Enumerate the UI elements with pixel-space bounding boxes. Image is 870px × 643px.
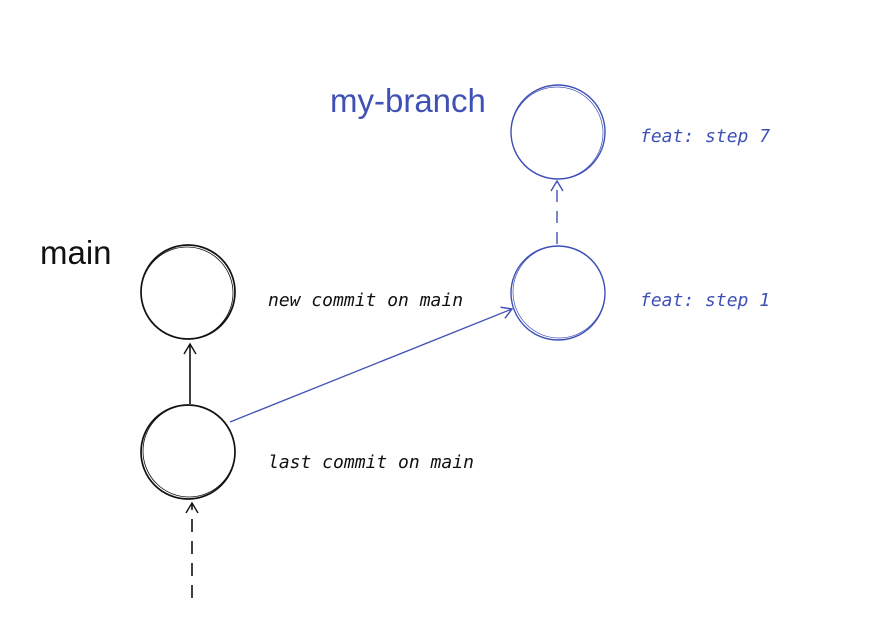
branch-off-arrow [229, 306, 514, 423]
feat-step-1-note: feat: step 1 [640, 290, 770, 311]
last-commit-note: last commit on main [268, 452, 474, 473]
feature-commit-step-2 [510, 84, 606, 180]
feature-commit-step-1 [510, 245, 606, 341]
my-branch-label: my-branch [330, 82, 486, 119]
new-commit-note: new commit on main [268, 290, 463, 311]
main-commit-new [140, 244, 236, 340]
main-branch-label: main [40, 234, 112, 271]
main-commit-last [140, 404, 236, 500]
feat-step-2-note: feat: step 7 [640, 126, 770, 147]
